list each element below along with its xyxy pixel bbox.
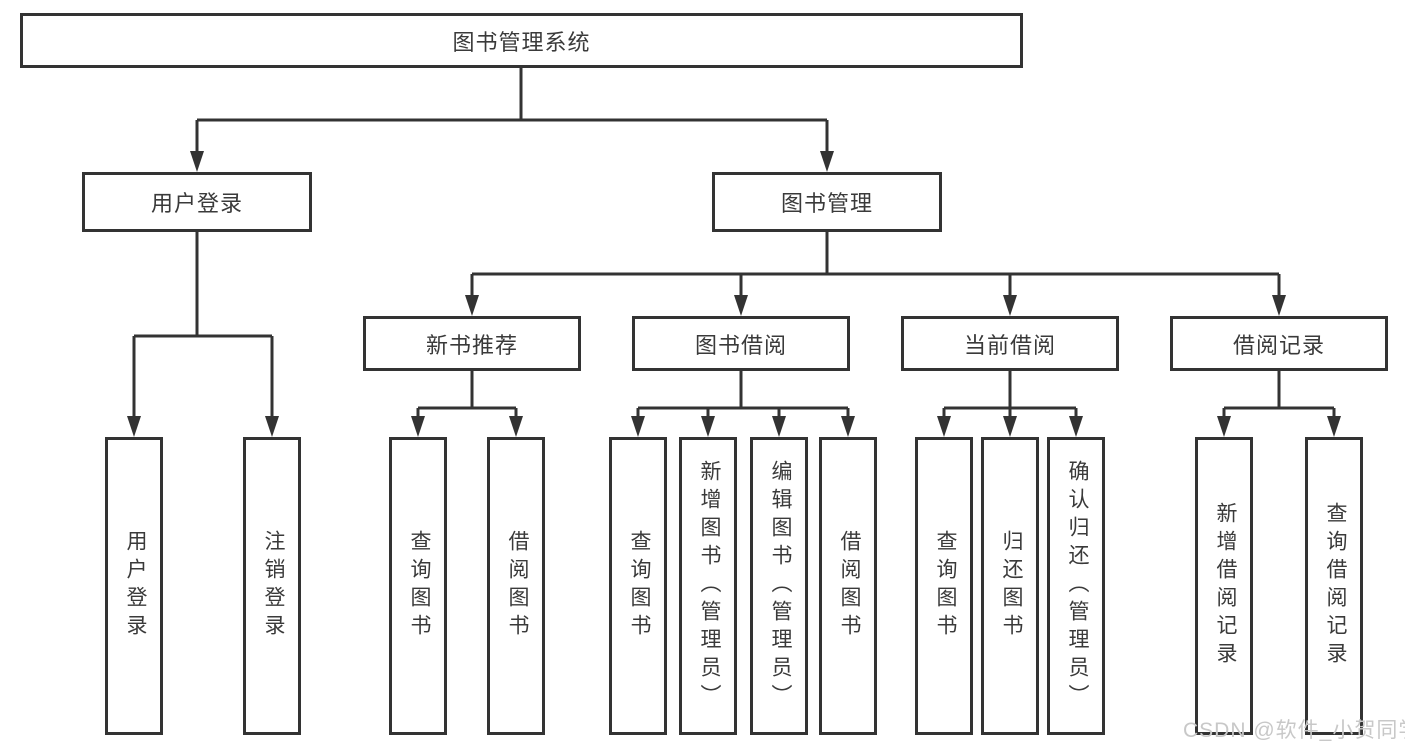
arrowhead-group (127, 151, 1341, 437)
leaf-borrow-books-2: 借阅图书 (819, 437, 877, 735)
leaf-query-borrow-record: 查询借阅记录 (1305, 437, 1363, 735)
leaf-borrow-books: 借阅图书 (487, 437, 545, 735)
node-new-book-recommend: 新书推荐 (363, 316, 581, 371)
node-root-system: 图书管理系统 (20, 13, 1023, 68)
leaf-add-books-admin: 新增图书（管理员） (679, 437, 737, 735)
node-book-management: 图书管理 (712, 172, 942, 232)
leaf-return-books: 归还图书 (981, 437, 1039, 735)
node-current-borrowing: 当前借阅 (901, 316, 1119, 371)
node-borrowing-records: 借阅记录 (1170, 316, 1388, 371)
leaf-query-books-2: 查询图书 (609, 437, 667, 735)
leaf-confirm-return-admin: 确认归还（管理员） (1047, 437, 1105, 735)
leaf-query-books: 查询图书 (389, 437, 447, 735)
node-book-borrowing: 图书借阅 (632, 316, 850, 371)
leaf-add-borrow-record: 新增借阅记录 (1195, 437, 1253, 735)
leaf-edit-books-admin: 编辑图书（管理员） (750, 437, 808, 735)
leaf-query-books-3: 查询图书 (915, 437, 973, 735)
leaf-user-login: 用户登录 (105, 437, 163, 735)
leaf-logout: 注销登录 (243, 437, 301, 735)
node-user-login: 用户登录 (82, 172, 312, 232)
csdn-watermark: CSDN @软件_小贺同学 (1183, 719, 1405, 742)
